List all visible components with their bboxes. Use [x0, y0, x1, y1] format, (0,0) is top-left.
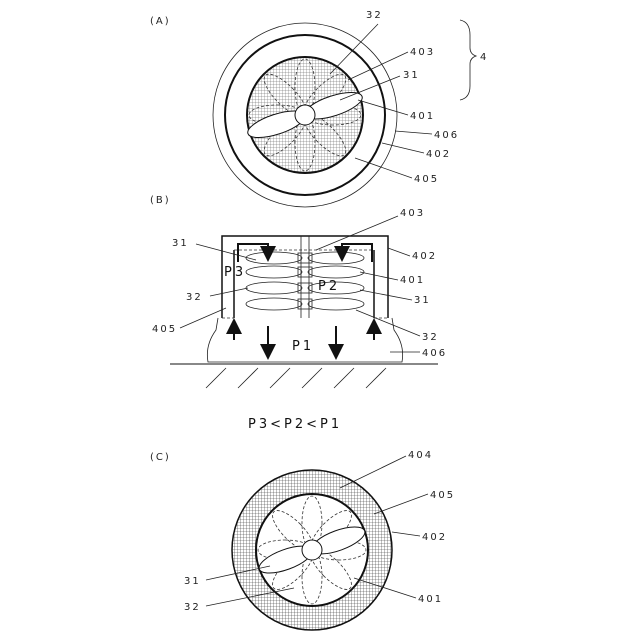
label-404: 404	[408, 450, 433, 461]
label-405: 405	[152, 324, 177, 335]
label-406: 406	[422, 348, 447, 359]
flow-arrows	[234, 244, 374, 352]
label-P2: P2	[318, 279, 340, 294]
label-403: 403	[410, 47, 435, 58]
label-P3: P3	[224, 265, 246, 280]
panel-a: (A) 32 403 31 401	[150, 10, 488, 207]
label-405: 405	[414, 174, 439, 185]
hub	[295, 105, 315, 125]
label-401: 401	[410, 111, 435, 122]
label-32: 32	[184, 602, 201, 613]
label-401: 401	[418, 594, 443, 605]
pressure-relation: P3<P2<P1	[248, 417, 342, 432]
panel-c: (C) 404 405 402 31 32 401	[150, 450, 455, 630]
label-P1: P1	[292, 339, 314, 354]
label-405: 405	[430, 490, 455, 501]
panel-c-tag: (C)	[150, 452, 171, 463]
panel-a-tag: (A)	[150, 16, 171, 27]
label-31: 31	[184, 576, 201, 587]
blade-stack	[246, 252, 364, 310]
label-31: 31	[403, 70, 420, 81]
label-31-top: 31	[172, 238, 189, 249]
label-4: 4	[480, 52, 488, 63]
label-32: 32	[366, 10, 383, 21]
hub	[302, 540, 322, 560]
label-406: 406	[434, 130, 459, 141]
label-403: 403	[400, 208, 425, 219]
label-402: 402	[422, 532, 447, 543]
brace-4	[460, 20, 476, 100]
ground-hatch	[206, 368, 386, 388]
label-402: 402	[412, 251, 437, 262]
label-31-right: 31	[414, 295, 431, 306]
label-32-left: 32	[186, 292, 203, 303]
label-401: 401	[400, 275, 425, 286]
label-32-right: 32	[422, 332, 439, 343]
panel-b: (B)	[150, 195, 447, 432]
panel-b-tag: (B)	[150, 195, 171, 206]
label-402: 402	[426, 149, 451, 160]
